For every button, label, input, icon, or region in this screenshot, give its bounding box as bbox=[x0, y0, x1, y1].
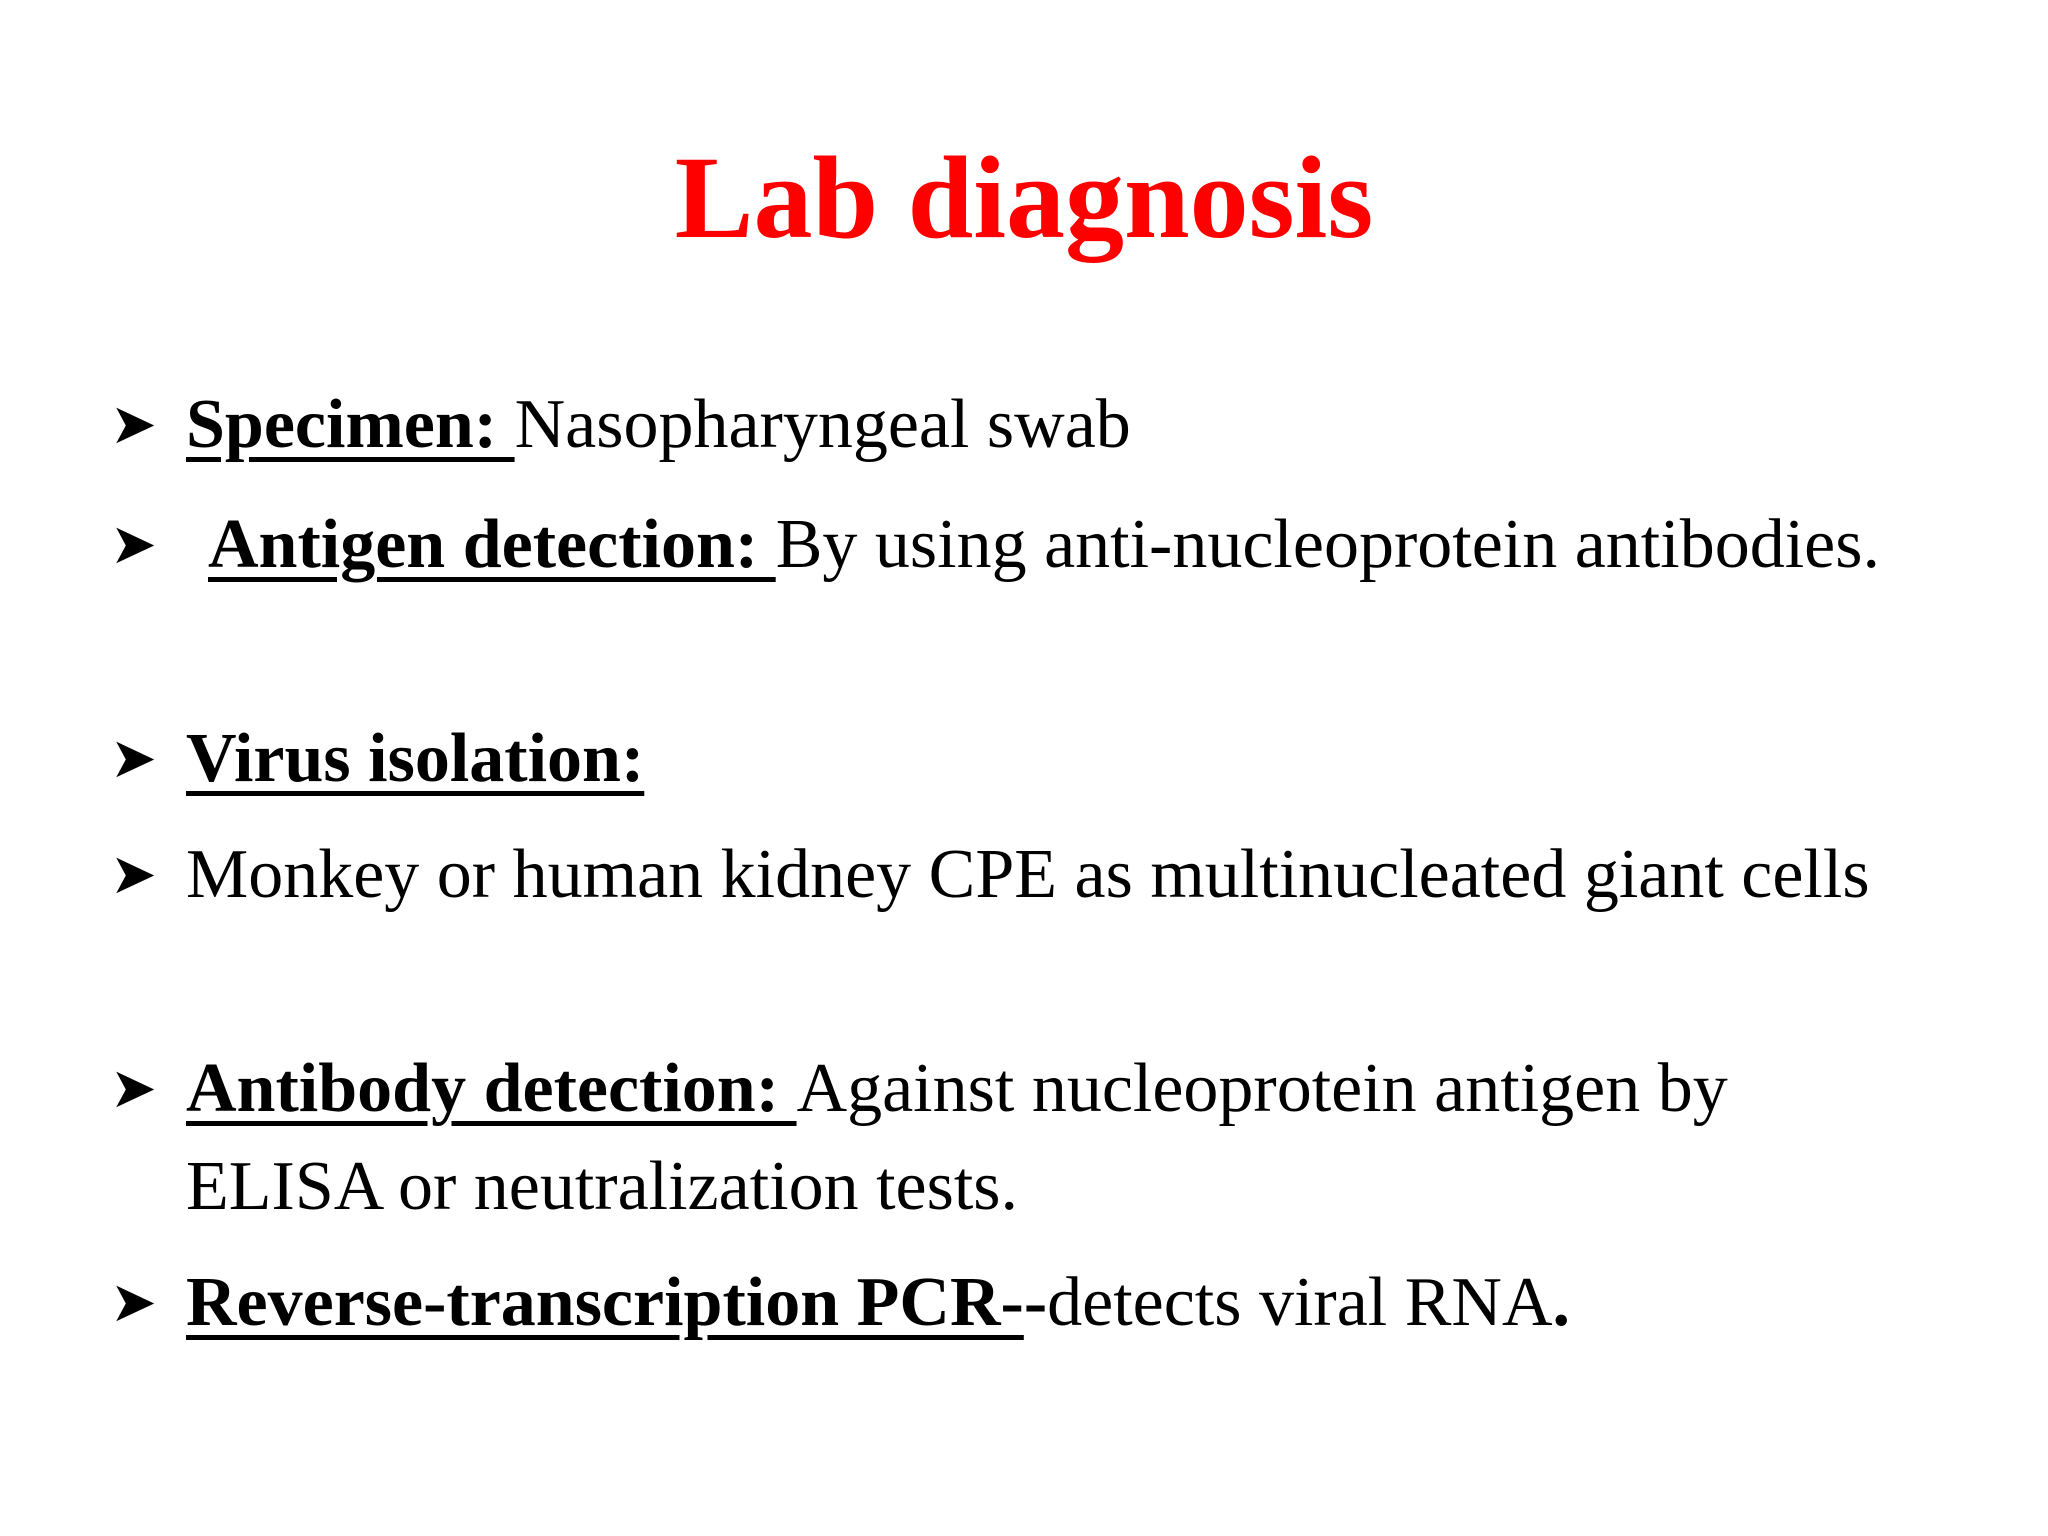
bullet-bold-suffix: - bbox=[1023, 1264, 1048, 1341]
bullet-item-antigen-detection: ➤ Antigen detection: By using anti-nucle… bbox=[110, 496, 1936, 594]
bullet-label: Specimen: bbox=[186, 386, 515, 463]
slide-title: Lab diagnosis bbox=[674, 132, 1374, 263]
bullet-text: detects viral RNA bbox=[1047, 1264, 1553, 1341]
arrowhead-bullet-icon: ➤ bbox=[110, 392, 157, 457]
bullet-item-rt-pcr: ➤ Reverse-transcription PCR--detects vir… bbox=[110, 1254, 1936, 1352]
bullet-end-period: . bbox=[1552, 1264, 1571, 1341]
bullet-label: Antigen detection: bbox=[208, 506, 776, 583]
bullet-text: Against nucleoprotein antigen by ELISA o… bbox=[186, 1050, 1728, 1225]
bullet-item-cell-culture: ➤ Monkey or human kidney CPE as multinuc… bbox=[110, 826, 1936, 924]
arrowhead-bullet-icon: ➤ bbox=[110, 1056, 157, 1121]
bullet-text: Monkey or human kidney CPE as multinucle… bbox=[186, 836, 1870, 913]
arrowhead-bullet-icon: ➤ bbox=[110, 726, 157, 791]
bullet-label: Virus isolation: bbox=[186, 720, 645, 797]
bullet-item-virus-isolation: ➤ Virus isolation: bbox=[110, 710, 1936, 808]
bullet-item-antibody-detection: ➤ Antibody detection: Against nucleoprot… bbox=[110, 1040, 1936, 1236]
arrowhead-bullet-icon: ➤ bbox=[110, 1270, 157, 1335]
bullet-text: Nasopharyngeal swab bbox=[514, 386, 1131, 463]
bullet-text: By using anti-nucleoprotein antibodies. bbox=[775, 506, 1880, 583]
bullet-leading-space bbox=[186, 506, 208, 583]
bullet-item-specimen: ➤ Specimen: Nasopharyngeal swab bbox=[110, 376, 1936, 474]
arrowhead-bullet-icon: ➤ bbox=[110, 512, 157, 577]
arrowhead-bullet-icon: ➤ bbox=[110, 842, 157, 907]
bullet-label: Antibody detection: bbox=[186, 1050, 797, 1127]
bullet-label: Reverse-transcription PCR- bbox=[186, 1264, 1024, 1341]
